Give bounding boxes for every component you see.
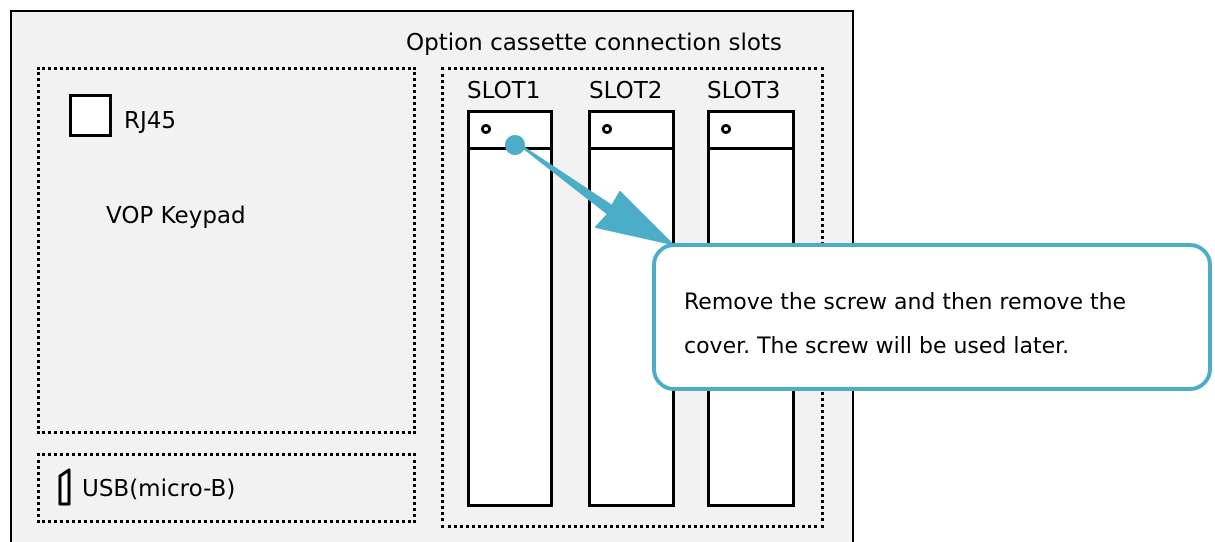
slot1-screw-icon [481,124,491,134]
vop-keypad-label: VOP Keypad [106,203,246,229]
slot1-cover [470,113,550,150]
keypad-area [37,67,416,434]
slot2-cover [591,113,672,150]
slot3-cover [710,113,792,150]
slot2-screw-icon [602,124,612,134]
callout-text-line-1: Remove the screw and then remove the [684,290,1127,315]
rj45-label: RJ45 [124,108,177,134]
usb-area [37,453,416,523]
callout-text-line-2: cover. The screw will be used later. [684,334,1070,359]
slot3-screw-icon [721,124,731,134]
screw-removal-callout: Remove the screw and then remove the cov… [652,243,1212,391]
slot3-label: SLOT3 [707,78,781,104]
usb-label: USB(micro-B) [82,476,236,502]
rj45-port-icon [69,94,112,137]
slot1-label: SLOT1 [467,78,541,104]
option-slots-title: Option cassette connection slots [406,30,782,56]
slot2-label: SLOT2 [589,78,663,104]
slot1-cassette [467,110,553,507]
